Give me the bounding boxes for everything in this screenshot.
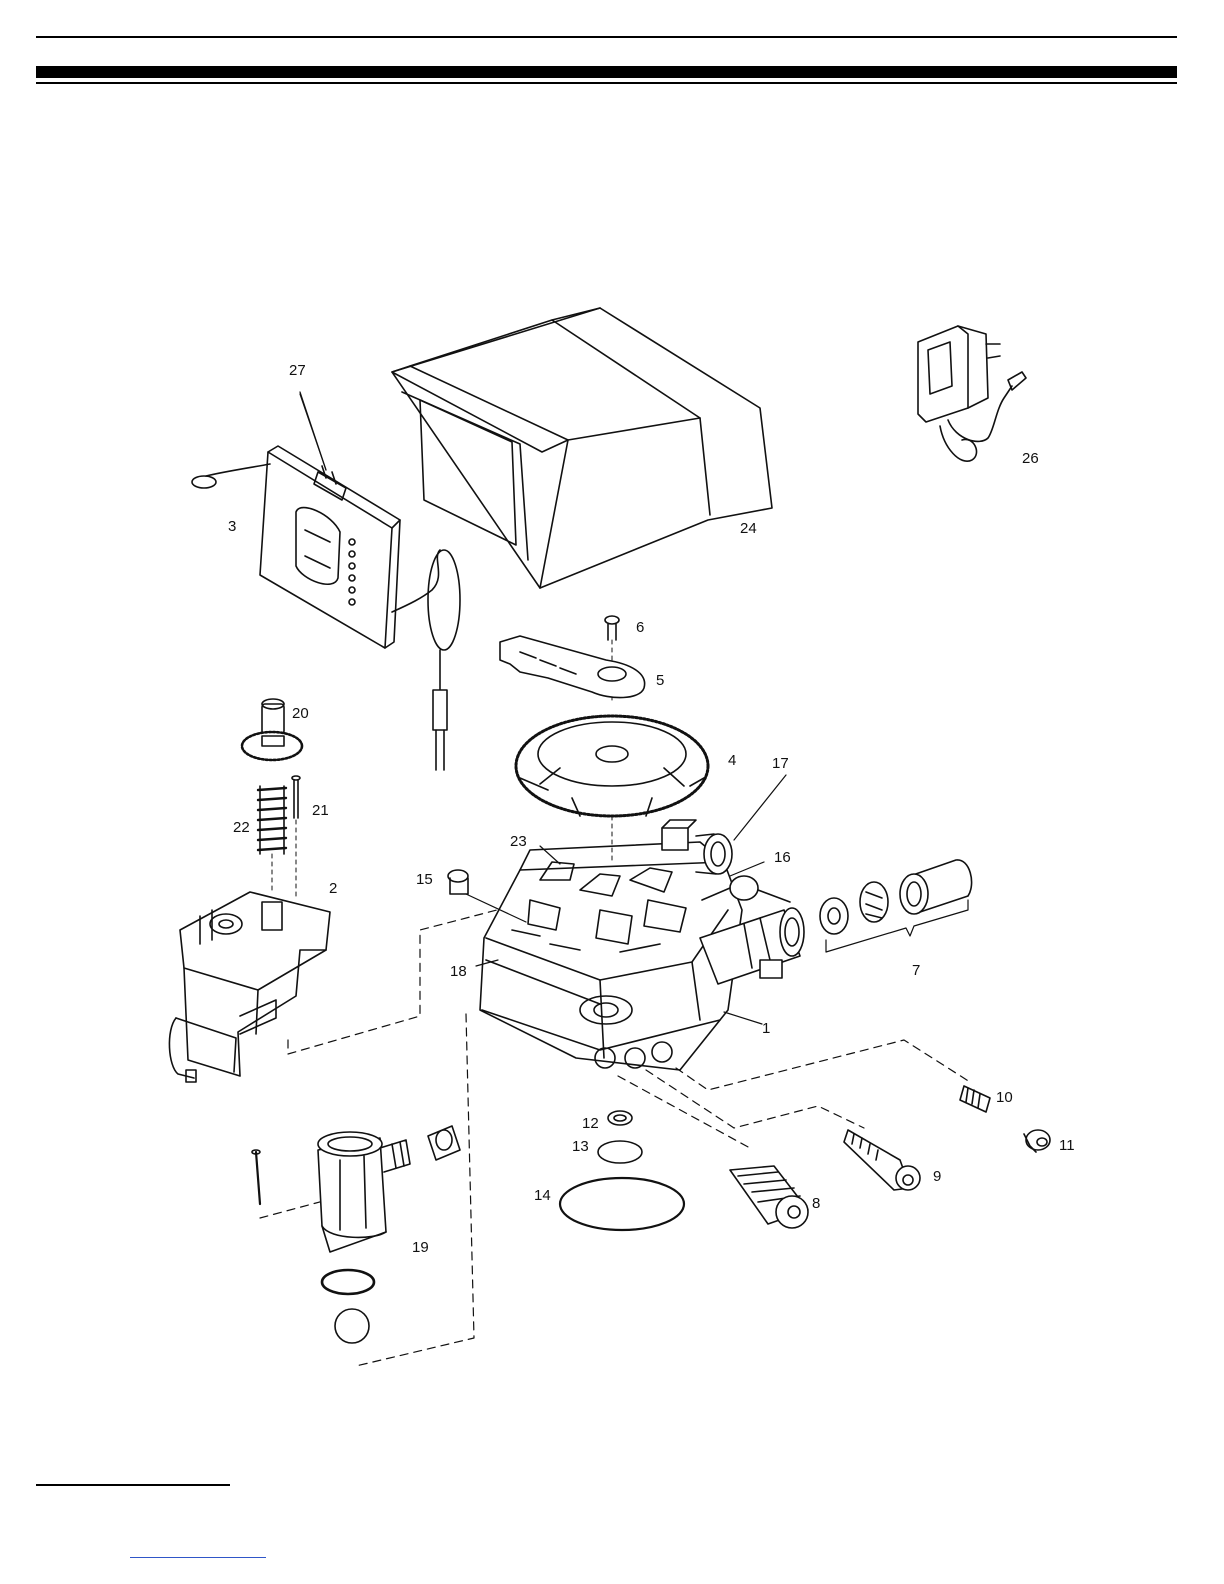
callout-26: 26 xyxy=(1022,450,1039,467)
part-14-oring xyxy=(560,1178,684,1230)
callout-12: 12 xyxy=(582,1115,599,1132)
part-11-cap xyxy=(1024,1130,1050,1152)
part-9-spacer-pin xyxy=(844,1130,920,1190)
callout-20: 20 xyxy=(292,705,309,722)
part-21-pin xyxy=(292,776,300,900)
callout-13: 13 xyxy=(572,1138,589,1155)
callout-2: 2 xyxy=(329,880,337,897)
callout-7: 7 xyxy=(912,962,920,979)
callout-23: 23 xyxy=(510,833,527,850)
callout-18: 18 xyxy=(450,963,467,980)
part-24-cover xyxy=(392,308,772,588)
callout-17: 17 xyxy=(772,755,789,772)
part-2-motor xyxy=(169,892,520,1082)
callout-11: 11 xyxy=(1059,1137,1075,1154)
callout-3: 3 xyxy=(228,518,236,535)
part-5-cam-arm xyxy=(500,636,645,698)
part-19-drain-elbow xyxy=(252,1126,460,1343)
footer-rule xyxy=(36,1484,230,1486)
part-8-piston xyxy=(730,1166,808,1228)
callout-15: 15 xyxy=(416,871,433,888)
callout-10: 10 xyxy=(996,1089,1013,1106)
part-26-transformer xyxy=(918,326,1026,461)
callout-9: 9 xyxy=(933,1168,941,1185)
callout-21: 21 xyxy=(312,802,329,819)
footer-link-underline[interactable] xyxy=(130,1557,266,1558)
callout-24: 24 xyxy=(740,520,757,537)
part-12-oring xyxy=(608,1111,632,1125)
callout-14: 14 xyxy=(534,1187,551,1204)
part-7-bypass-set xyxy=(820,860,972,952)
callout-1: 1 xyxy=(762,1020,770,1037)
part-13-oring xyxy=(598,1141,642,1163)
callout-4: 4 xyxy=(728,752,736,769)
callout-22: 22 xyxy=(233,819,250,836)
part-22-spring xyxy=(258,786,286,890)
part-10-injector xyxy=(960,1086,990,1112)
callout-19: 19 xyxy=(412,1239,429,1256)
callout-27: 27 xyxy=(289,362,306,379)
callout-8: 8 xyxy=(812,1195,820,1212)
callout-16: 16 xyxy=(774,849,791,866)
part-3-face-panel xyxy=(192,392,460,770)
callout-6: 6 xyxy=(636,619,644,636)
callout-5: 5 xyxy=(656,672,664,689)
